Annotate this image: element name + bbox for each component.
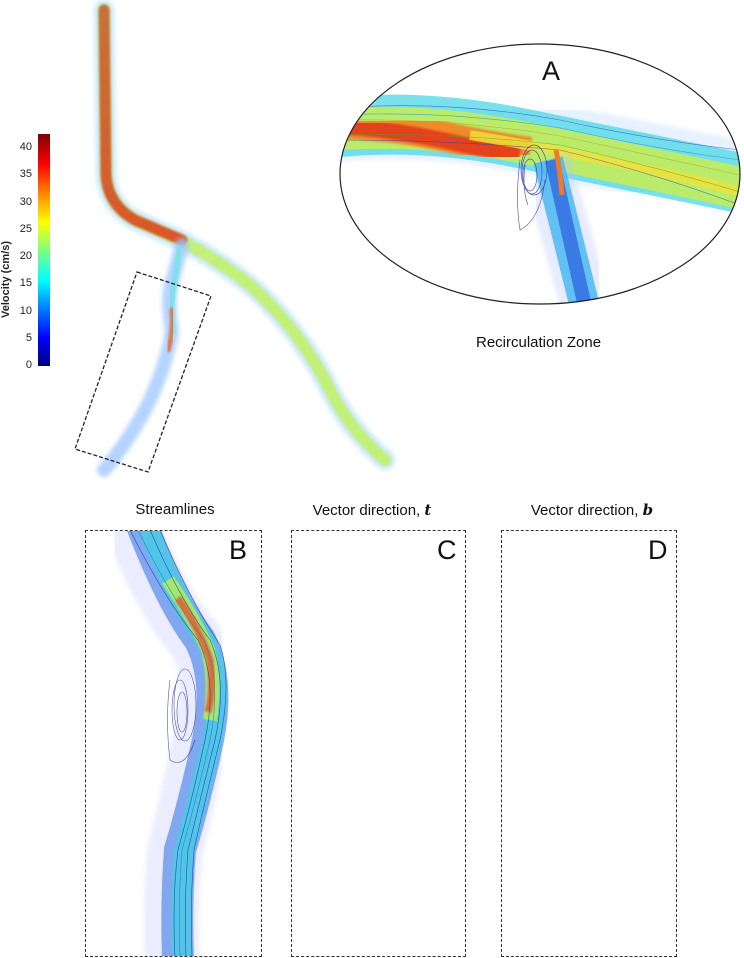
panel-c-title-symbol: t: [424, 501, 432, 519]
panel-b-streamlines: [104, 531, 234, 956]
panel-d-title-symbol: b: [642, 501, 654, 519]
panel-a-letter: A: [542, 56, 561, 86]
panel-a-caption: Recirculation Zone: [476, 334, 602, 351]
colorbar-gradient: [38, 134, 50, 366]
zoom-ellipse: [339, 43, 741, 305]
panel-c-title-text: Vector direction,: [312, 502, 425, 519]
panel-a-zoom: [339, 43, 741, 305]
overview-vessel: [94, 0, 395, 477]
colorbar-tick-10: 10: [19, 305, 32, 317]
colorbar-tick-35: 35: [19, 168, 32, 180]
panel-d-frame: [501, 530, 677, 957]
panel-c-frame: [291, 530, 466, 957]
colorbar-tick-5: 5: [25, 332, 32, 344]
panel-d-title-text: Vector direction,: [530, 502, 643, 519]
panel-b-frame: [85, 530, 262, 957]
panel-d-title: Vector direction, b: [492, 501, 692, 519]
colorbar-tick-25: 25: [19, 223, 32, 235]
panel-b-letter: B: [229, 535, 248, 565]
panel-d-letter: D: [648, 535, 668, 565]
region-box: [74, 271, 212, 473]
panel-c-title: Vector direction, t: [272, 501, 472, 519]
panel-b-title: Streamlines: [135, 501, 215, 518]
colorbar-tick-40: 40: [19, 141, 32, 153]
colorbar-tick-20: 20: [19, 250, 32, 262]
colorbar-tick-30: 30: [19, 196, 32, 208]
panel-c-letter: C: [437, 535, 457, 565]
colorbar-tick-0: 0: [25, 359, 32, 371]
colorbar-tick-15: 15: [19, 277, 32, 289]
